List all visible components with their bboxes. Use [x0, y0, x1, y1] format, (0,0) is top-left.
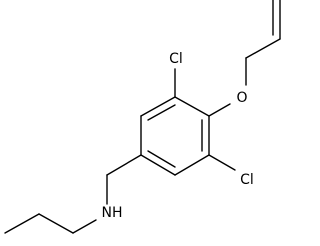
allyl-chain: [245, 0, 281, 86]
ring-bond-top-left: [140, 96, 176, 117]
benzene-ring: [140, 96, 210, 176]
ring-bond-top-right: [174, 96, 210, 117]
propylamine-chain: [4, 154, 142, 234]
bond-ring-to-cl-bottom: [208, 154, 236, 171]
ring-double-bond-top-left: [147, 104, 176, 121]
ring-double-bond-bottom-left: [147, 150, 176, 168]
amine-nh-label: NH: [102, 205, 123, 221]
ring-bond-bottom-left: [140, 154, 176, 176]
chlorine-top-label: Cl: [169, 51, 183, 67]
bond-nh-to-ch2: [72, 219, 97, 234]
bond-ch2-to-ch2: [38, 213, 74, 234]
oxygen-label: O: [236, 90, 247, 106]
chlorine-bottom-label: Cl: [240, 172, 254, 188]
bond-ring-to-oxygen: [208, 103, 231, 117]
bond-ring-to-benzyl-ch2: [106, 154, 142, 176]
bond-ch2-to-ch3: [4, 213, 40, 234]
bond-ch2-to-ch: [245, 38, 281, 59]
ring-bond-bottom-right: [174, 154, 210, 176]
molecule-diagram: Cl Cl O NH: [4, 0, 281, 234]
